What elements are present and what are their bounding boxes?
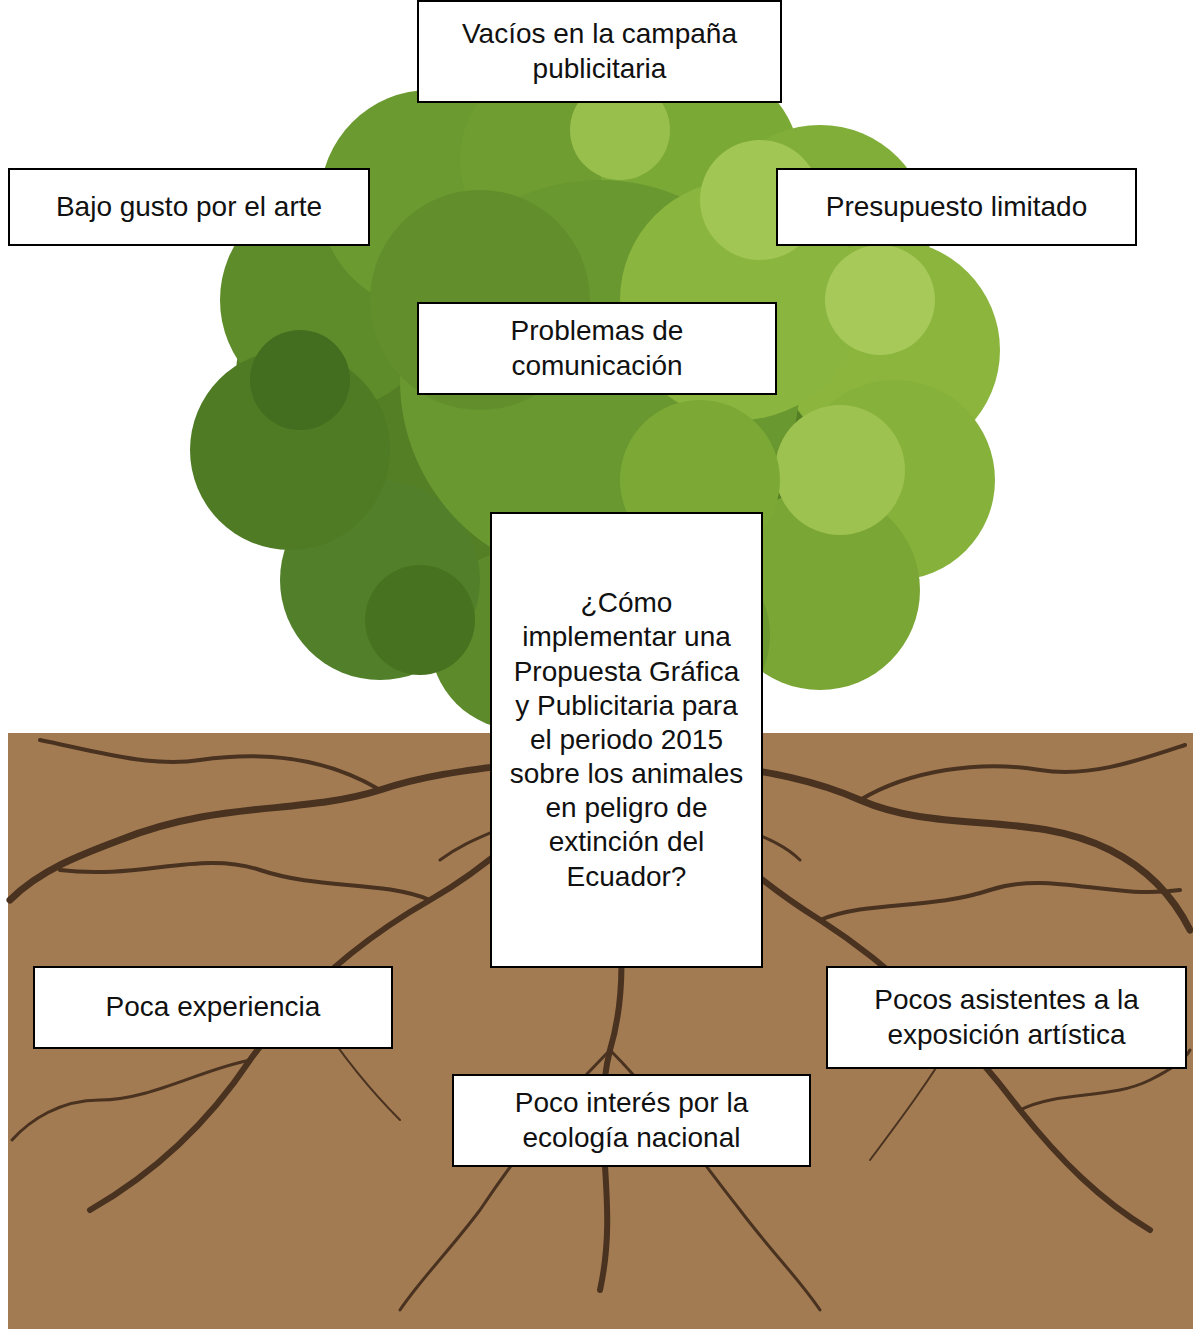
box-text: Pocos asistentes a la exposición artísti… <box>842 983 1171 1051</box>
problem-box: ¿Cómo implementar una Propuesta Gráfica … <box>490 512 763 968</box>
problem-box: Problemas de comunicación <box>417 302 777 395</box>
problem-box: Poca experiencia <box>33 966 393 1049</box>
box-text: ¿Cómo implementar una Propuesta Gráfica … <box>506 586 747 893</box>
problem-box: Bajo gusto por el arte <box>8 168 370 246</box>
box-text: Poca experiencia <box>106 990 321 1024</box>
box-text: Problemas de comunicación <box>433 314 761 382</box>
problem-box: Poco interés por la ecología nacional <box>452 1074 811 1167</box>
problem-box: Pocos asistentes a la exposición artísti… <box>826 966 1187 1069</box>
box-text: Vacíos en la campaña publicitaria <box>433 17 766 85</box>
root <box>820 883 1180 920</box>
root <box>40 740 380 790</box>
problem-box: Vacíos en la campaña publicitaria <box>417 0 782 103</box>
foliage <box>825 245 935 355</box>
root <box>12 1060 250 1140</box>
foliage <box>775 405 905 535</box>
box-text: Presupuesto limitado <box>826 190 1087 224</box>
foliage <box>250 330 350 430</box>
root <box>60 863 430 900</box>
box-text: Poco interés por la ecología nacional <box>468 1086 795 1154</box>
root <box>860 745 1185 800</box>
foliage <box>365 565 475 675</box>
problem-box: Presupuesto limitado <box>776 168 1137 246</box>
box-text: Bajo gusto por el arte <box>56 190 322 224</box>
